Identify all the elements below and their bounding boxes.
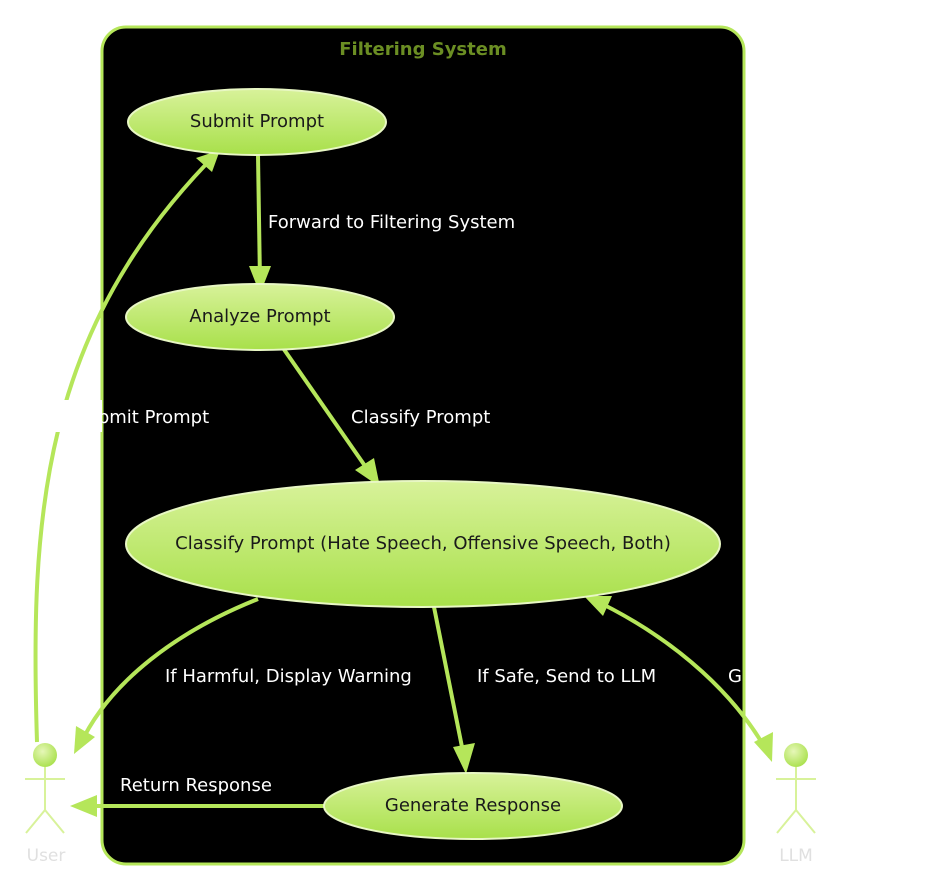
actor-user-head (33, 743, 57, 767)
edge-classify-user (78, 597, 259, 746)
label-mask-left (0, 400, 90, 432)
arrowhead-classify-from-llm (584, 596, 612, 616)
actor-user[interactable]: User (25, 743, 65, 866)
actor-llm[interactable]: LLM (776, 743, 816, 866)
edge-label-harmful: If Harmful, Display Warning (165, 666, 412, 687)
usecase-submit-label: Submit Prompt (190, 111, 324, 132)
edge-label-forward: Forward to Filtering System (268, 212, 515, 233)
usecase-submit-prompt[interactable]: Submit Prompt (127, 88, 387, 156)
arrowhead-generate (453, 743, 475, 774)
edge-analyze-classify (281, 346, 374, 478)
arrowhead-user-warning (74, 726, 95, 754)
edge-label-classify-prompt: Classify Prompt (351, 407, 490, 428)
usecase-generate-response[interactable]: Generate Response (323, 772, 623, 840)
edge-label-generate-cut: G (728, 666, 742, 687)
edge-label-submit-prompt: Submit Prompt (75, 407, 209, 428)
edge-label-return: Return Response (120, 775, 272, 796)
edge-classify-llm (587, 595, 772, 758)
arrowhead-llm (754, 732, 773, 762)
usecase-analyze-prompt[interactable]: Analyze Prompt (125, 283, 395, 351)
arrowhead-analyze (249, 266, 271, 294)
usecase-classify-label: Classify Prompt (Hate Speech, Offensive … (175, 533, 671, 554)
label-mask-right (746, 660, 806, 690)
actor-llm-label: LLM (779, 846, 813, 866)
edge-classify-generate (432, 606, 467, 763)
usecase-generate-label: Generate Response (385, 795, 561, 816)
actor-user-label: User (27, 846, 66, 866)
usecase-classify-prompt[interactable]: Classify Prompt (Hate Speech, Offensive … (125, 480, 721, 608)
arrowhead-return (70, 795, 97, 817)
arrowhead-classify (355, 458, 380, 487)
system-boundary (100, 25, 746, 866)
arrowhead-submit (196, 150, 220, 172)
actor-llm-head (784, 743, 808, 767)
system-title: Filtering System (339, 39, 506, 60)
usecase-analyze-label: Analyze Prompt (189, 306, 330, 327)
edge-label-safe: If Safe, Send to LLM (477, 666, 656, 687)
edge-submit-analyze (256, 154, 262, 283)
